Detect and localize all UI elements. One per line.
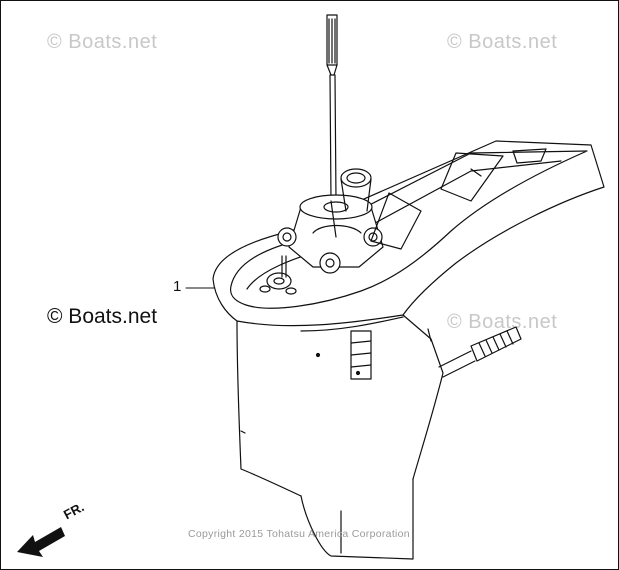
propeller-shaft <box>427 326 522 378</box>
watermark: © Boats.net <box>47 31 158 53</box>
gear-case-outline <box>212 140 605 508</box>
brand-label: © Boats.net <box>47 305 158 328</box>
shift-rod <box>259 255 297 295</box>
water-pump <box>277 194 384 274</box>
water-tube <box>340 168 372 212</box>
callout-label: 1 <box>173 278 182 295</box>
copyright-text: Copyright 2015 Tohatsu America Corporati… <box>188 528 410 540</box>
watermark: © Boats.net <box>447 311 558 333</box>
watermark: © Boats.net <box>447 31 558 53</box>
front-direction-arrow <box>17 527 65 557</box>
driveshaft <box>326 14 338 202</box>
skeg <box>300 478 414 560</box>
